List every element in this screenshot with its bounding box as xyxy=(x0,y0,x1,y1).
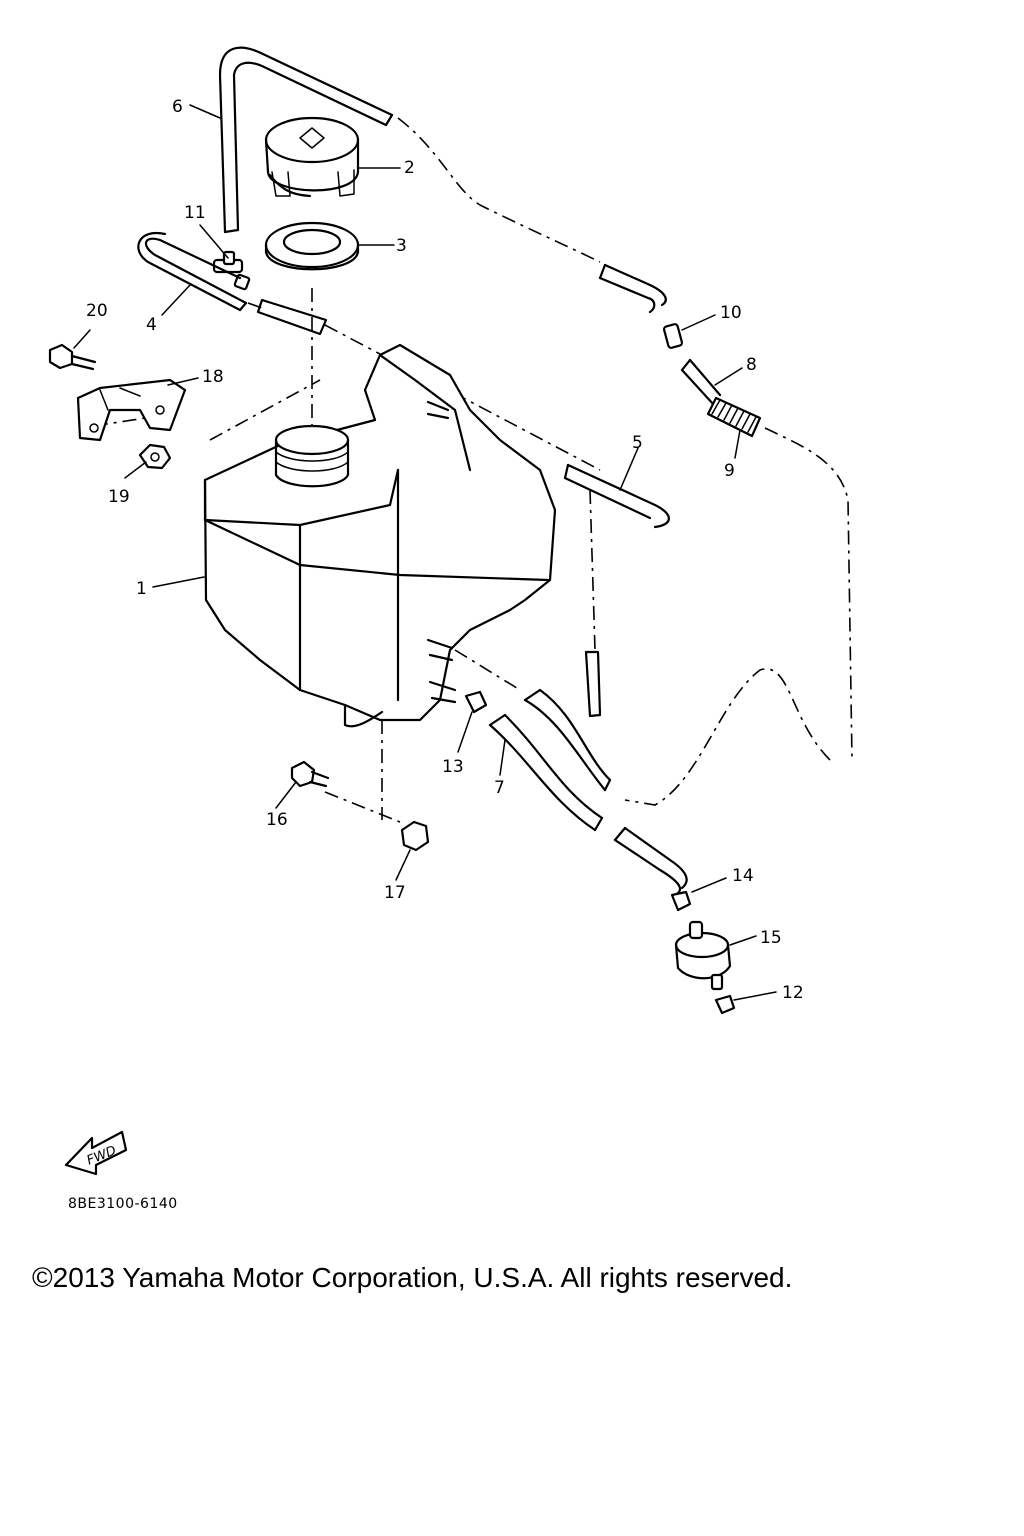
copyright-notice: ©2013 Yamaha Motor Corporation, U.S.A. A… xyxy=(32,1262,793,1293)
fitting-10 xyxy=(662,323,684,349)
callout-4: 4 xyxy=(146,315,157,335)
callout-13: 13 xyxy=(442,757,464,777)
callout-1: 1 xyxy=(136,579,147,599)
hose-vertical xyxy=(584,650,602,718)
callout-17: 17 xyxy=(384,883,406,903)
hose-5 xyxy=(563,463,670,529)
clip-14 xyxy=(670,890,692,912)
clip-12 xyxy=(714,994,736,1015)
drawing-code: 8BE3100-6140 xyxy=(68,1196,178,1212)
nut-17 xyxy=(400,820,430,852)
tee-fitting-11 xyxy=(212,250,251,291)
callout-11: 11 xyxy=(184,203,206,223)
hose-8 xyxy=(680,358,722,407)
hose-6 xyxy=(218,46,394,234)
callout-19: 19 xyxy=(108,487,130,507)
callout-9: 9 xyxy=(724,461,735,481)
callout-10: 10 xyxy=(720,303,742,323)
tank-cap-2 xyxy=(264,116,360,198)
callout-15: 15 xyxy=(760,928,782,948)
bolt-20 xyxy=(48,343,97,371)
hose-upper-right xyxy=(598,263,667,314)
callout-3: 3 xyxy=(396,236,407,256)
hose-4 xyxy=(137,231,248,312)
fwd-label: FWD xyxy=(85,1143,119,1168)
reservoir-tank-1 xyxy=(203,343,557,728)
gasket-3 xyxy=(264,221,360,271)
hose-lower xyxy=(613,826,688,897)
parts-exploded-diagram: 6 2 3 11 4 20 18 19 1 10 8 5 9 13 7 16 1… xyxy=(48,46,853,1212)
callout-20: 20 xyxy=(86,301,108,321)
nut-19 xyxy=(138,443,172,470)
callout-2: 2 xyxy=(404,158,415,178)
callout-14: 14 xyxy=(732,866,754,886)
spring-9 xyxy=(706,396,762,438)
callout-8: 8 xyxy=(746,355,757,375)
callout-7: 7 xyxy=(494,778,505,798)
hose-7 xyxy=(488,688,612,832)
callout-16: 16 xyxy=(266,810,288,830)
callout-6: 6 xyxy=(172,97,183,117)
leader-lines xyxy=(73,104,777,1001)
callout-12: 12 xyxy=(782,983,804,1003)
callout-18: 18 xyxy=(202,367,224,387)
fwd-arrow-icon: FWD xyxy=(64,1130,128,1176)
bracket-18 xyxy=(76,378,187,442)
bolt-16 xyxy=(290,760,330,788)
hose-segment xyxy=(256,298,328,336)
clip-13 xyxy=(464,690,488,714)
callout-labels: 6 2 3 11 4 20 18 19 1 10 8 5 9 13 7 16 1… xyxy=(86,97,804,1003)
filter-15 xyxy=(674,920,732,991)
callout-5: 5 xyxy=(632,433,643,453)
